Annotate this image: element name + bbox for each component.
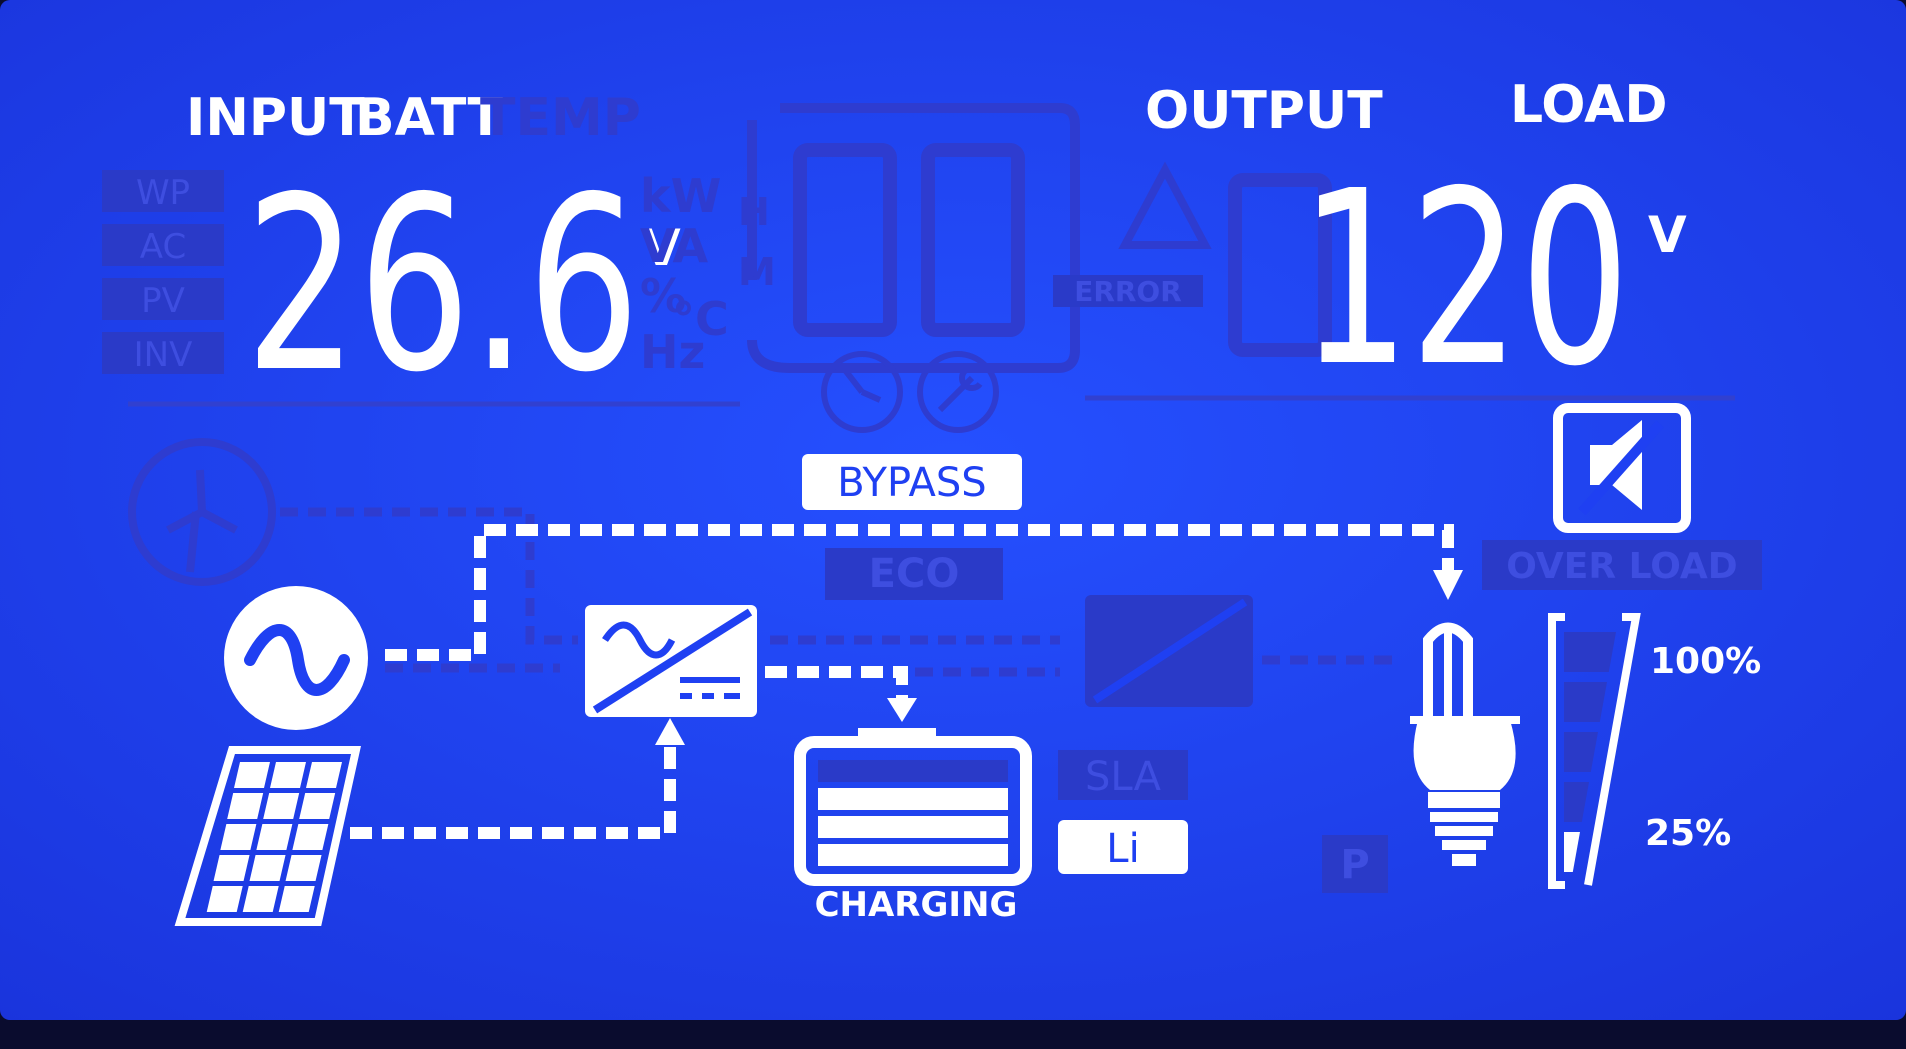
left-ghost-units: kW VA % °C Hz — [640, 169, 729, 379]
ghost-unit-kw: kW — [640, 169, 721, 223]
solar-cell — [285, 855, 322, 881]
overload-label-box — [1482, 540, 1762, 590]
solar-cell — [270, 762, 306, 788]
source-tags: WP AC PV INV — [102, 170, 224, 375]
ac-grid-icon — [224, 586, 368, 730]
batt-label: BATT — [355, 88, 504, 148]
source-tag-wp: WP — [136, 173, 190, 213]
li-label: Li — [1106, 826, 1139, 872]
mute-icon — [1553, 403, 1691, 533]
solar-cell — [249, 855, 286, 881]
solar-cell — [242, 886, 279, 912]
left-reading-unit: V — [642, 219, 681, 277]
wrench-icon — [917, 351, 999, 433]
battery-icon — [794, 728, 1032, 886]
wind-turbine-icon — [128, 438, 276, 586]
solar-cell — [213, 855, 250, 881]
ghost-unit-hz: Hz — [640, 325, 705, 379]
solar-cell — [234, 762, 270, 788]
solar-cell — [306, 762, 342, 788]
timer-hours-label: H — [738, 190, 770, 234]
load-segment — [1564, 682, 1607, 722]
right-reading-value: 120 — [1300, 139, 1630, 419]
pv-flow-dashes — [350, 745, 676, 839]
warning-icon — [1118, 161, 1212, 249]
inverter-icon — [585, 605, 757, 717]
solar-panel-icon — [174, 746, 361, 926]
source-tag-inv: INV — [134, 335, 193, 375]
error-label: ERROR — [1074, 275, 1182, 308]
load-label: LOAD — [1510, 75, 1668, 135]
bypass-flow-dashes — [385, 524, 1454, 661]
source-tag-ac: AC — [140, 227, 186, 267]
wind-flow-dashes — [280, 507, 578, 645]
eco-label: ECO — [869, 551, 960, 597]
battery-bar — [818, 788, 1008, 810]
solar-cell — [278, 886, 315, 912]
charge-arrow-icon — [887, 698, 917, 722]
bypass-arrow-icon — [1433, 570, 1463, 600]
battery-bar — [818, 760, 1008, 782]
solar-cell — [263, 793, 300, 819]
bypass-label-box — [802, 454, 1022, 510]
source-tag-pv: PV — [141, 281, 185, 321]
solar-cell — [220, 824, 257, 850]
clock-icon — [821, 351, 903, 433]
load-segment — [1564, 632, 1616, 672]
left-reading-value: 26.6 — [245, 145, 640, 425]
li-label-box — [1058, 820, 1188, 874]
bezel — [0, 1020, 1906, 1049]
load-scale-top: 100% — [1650, 641, 1761, 682]
sla-label: SLA — [1085, 754, 1162, 800]
solar-cell — [292, 824, 329, 850]
ghost-unit-percent: % — [640, 269, 686, 323]
battery-bar — [818, 844, 1008, 866]
output-label: OUTPUT — [1145, 81, 1383, 141]
solar-cell — [256, 824, 293, 850]
load-segment — [1564, 732, 1598, 772]
overload-label: OVER LOAD — [1506, 546, 1737, 587]
charging-label: CHARGING — [815, 885, 1018, 925]
priority-label: P — [1340, 842, 1369, 888]
solar-cell — [206, 886, 243, 912]
priority-label-box — [1322, 835, 1388, 893]
eco-label-box — [825, 548, 1003, 600]
load-segment — [1564, 782, 1589, 822]
load-scale-bottom: 25% — [1645, 813, 1731, 854]
dc-ac-inverter-ghost-icon — [1085, 595, 1253, 707]
load-bulb-icon — [1410, 622, 1520, 866]
right-ghost-digit — [1228, 173, 1332, 357]
load-segment — [1564, 832, 1580, 872]
sla-label-box — [1058, 750, 1188, 800]
timer-minutes-label: M — [738, 250, 776, 294]
bypass-label: BYPASS — [837, 460, 986, 506]
load-level-meter — [1548, 613, 1641, 889]
inverter-to-battery-dashes — [765, 666, 908, 698]
input-label: INPUT — [186, 88, 365, 148]
error-label-box — [1053, 275, 1203, 307]
timer-ghost-digits — [793, 143, 1025, 337]
right-reading-unit: V — [1648, 206, 1687, 264]
pv-arrow-icon — [655, 718, 685, 745]
timer-frame — [747, 103, 1080, 373]
ghost-unit-celsius: °C — [672, 292, 729, 346]
temp-label: TEMP — [480, 88, 641, 148]
battery-bar — [818, 816, 1008, 838]
solar-cell — [227, 793, 264, 819]
solar-cell — [299, 793, 336, 819]
ghost-unit-va: VA — [640, 219, 708, 273]
